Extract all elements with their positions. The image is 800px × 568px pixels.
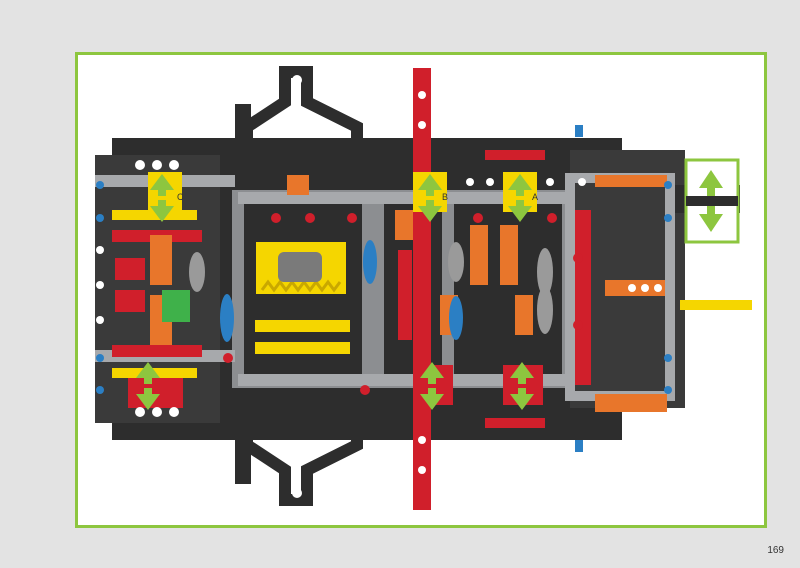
green-arrow-pair-center-bottom: [420, 362, 444, 410]
part-letter-c: C: [177, 192, 184, 202]
center-top-beam: [238, 192, 568, 204]
blue-pin: [575, 125, 583, 137]
green-arrow-pair-right-bottom: [510, 362, 534, 410]
blue-bush: [96, 214, 104, 222]
red-top-bar: [485, 150, 545, 160]
red-beam-hole: [418, 91, 426, 99]
upper-chassis-loop: [241, 66, 363, 161]
left-green-part: [162, 290, 190, 322]
blue-gear: [449, 296, 463, 340]
yellow-pin-strip: [255, 320, 350, 332]
green-arrow-pair-a: [508, 174, 532, 222]
gray-gear: [537, 248, 553, 296]
orange-part: [500, 225, 518, 285]
blue-bush: [96, 181, 104, 189]
red-beam-hole: [418, 121, 426, 129]
differential-gear-teeth: [260, 279, 342, 293]
top-pin-hole: [292, 75, 302, 85]
orange-bottom-rear: [595, 394, 667, 412]
blue-bush: [96, 386, 104, 394]
blue-pin: [575, 440, 583, 452]
differential-core: [278, 252, 322, 282]
part-letter-b: B: [442, 192, 448, 202]
red-bottom-bar: [485, 418, 545, 428]
blue-bush: [664, 386, 672, 394]
callout-axle: [686, 196, 738, 206]
green-arrow-pair-b: [418, 174, 442, 222]
blue-bush: [664, 181, 672, 189]
left-red-block: [115, 258, 145, 280]
lower-chassis-loop: [241, 411, 363, 506]
yellow-pin-strip: [255, 342, 350, 354]
blue-bush: [664, 214, 672, 222]
left-yellow-connector: [112, 210, 197, 220]
orange-part: [395, 210, 413, 240]
red-column: [575, 210, 591, 385]
rear-axle: [680, 300, 752, 310]
left-red-block: [115, 290, 145, 312]
part-letter-a: A: [532, 192, 538, 202]
gray-gear: [189, 252, 205, 292]
red-beam-hole: [418, 466, 426, 474]
callout-arrow-pair: [699, 170, 723, 232]
blue-gear: [220, 294, 234, 342]
orange-part: [470, 225, 488, 285]
blue-bush: [96, 354, 104, 362]
left-orange-part: [150, 235, 172, 285]
page-number: 169: [767, 545, 784, 556]
blue-bush: [664, 354, 672, 362]
left-red-part: [112, 345, 202, 357]
orange-top-rear: [595, 175, 667, 187]
blue-gear: [363, 240, 377, 284]
center-beam-red-pins: [223, 213, 583, 395]
gray-gear: [537, 286, 553, 334]
orange-part: [515, 295, 533, 335]
orange-center-top: [287, 175, 309, 195]
red-beam-hole: [418, 436, 426, 444]
beam-holes: [96, 160, 662, 417]
green-arrow-pair-c: [150, 174, 174, 222]
center-bottom-beam: [238, 374, 568, 386]
red-column: [398, 250, 412, 340]
bottom-pin-hole: [292, 488, 302, 498]
left-red-base: [128, 378, 183, 408]
gray-gear: [448, 242, 464, 282]
green-arrow-pair-left-bottom: [136, 362, 160, 410]
